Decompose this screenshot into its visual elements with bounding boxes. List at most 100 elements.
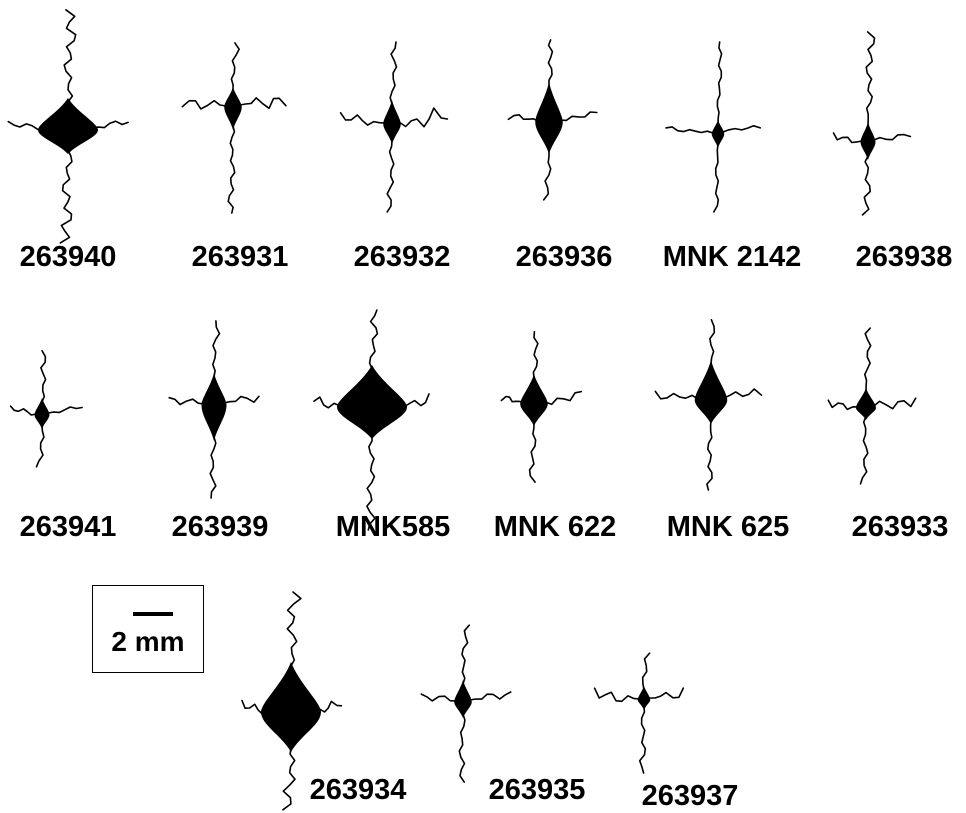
specimen-left-arm bbox=[339, 112, 386, 126]
specimen-left-arm bbox=[168, 396, 205, 406]
specimen-left-arm bbox=[832, 132, 863, 144]
specimen-right-arm bbox=[398, 107, 449, 128]
specimen-up-arm bbox=[709, 319, 716, 365]
specimen-body bbox=[38, 98, 98, 154]
specimen-up-arm bbox=[389, 41, 398, 105]
specimen-label: 263940 bbox=[19, 241, 117, 273]
specimen-label: 263939 bbox=[171, 511, 269, 543]
specimen-right-arm bbox=[723, 388, 763, 399]
specimen-body bbox=[856, 388, 876, 420]
specimen-body bbox=[454, 680, 472, 718]
specimen-label: 263941 bbox=[19, 511, 117, 543]
specimen-right-arm bbox=[91, 120, 129, 129]
scale-bar-label: 2 mm bbox=[111, 626, 185, 657]
specimen-up-arm bbox=[547, 39, 554, 87]
specimen-left-arm bbox=[420, 693, 457, 702]
specimen-body bbox=[261, 662, 321, 752]
specimen-right-arm bbox=[559, 111, 598, 122]
specimen-label: 263931 bbox=[191, 241, 289, 273]
specimen-label: 263935 bbox=[488, 774, 586, 806]
specimen-down-arm bbox=[528, 421, 537, 483]
specimen-right-arm bbox=[722, 125, 762, 133]
specimen-down-arm bbox=[706, 419, 713, 491]
specimen-body bbox=[860, 122, 876, 160]
specimen-up-arm bbox=[864, 327, 872, 393]
specimen-left-arm bbox=[654, 390, 699, 400]
specimen-down-arm bbox=[859, 415, 869, 485]
specimen-label: MNK585 bbox=[335, 511, 451, 543]
specimen-down-arm bbox=[209, 436, 217, 499]
specimen-right-arm bbox=[873, 133, 912, 141]
specimen-up-arm bbox=[63, 9, 77, 103]
scale-bar-box: 2 mm bbox=[92, 585, 204, 673]
specimen-down-arm bbox=[458, 713, 466, 783]
specimen-left-arm bbox=[507, 114, 539, 122]
specimen-body bbox=[337, 365, 407, 439]
specimen-right-arm bbox=[223, 395, 260, 404]
specimen-up-arm bbox=[368, 309, 379, 370]
specimen-label: 263932 bbox=[353, 241, 451, 273]
specimen-down-arm bbox=[366, 434, 376, 531]
scale-bar bbox=[133, 612, 173, 616]
specimen-body bbox=[711, 120, 725, 148]
specimen-up-arm bbox=[716, 41, 723, 125]
specimen-down-arm bbox=[713, 143, 720, 213]
specimen-down-arm bbox=[59, 149, 73, 244]
specimen-label: MNK 622 bbox=[493, 511, 617, 543]
specimen-label: 263936 bbox=[515, 241, 613, 273]
specimen-down-arm bbox=[861, 155, 871, 216]
specimen-label: 263933 bbox=[851, 511, 949, 543]
specimen-up-arm bbox=[461, 624, 470, 685]
specimen-body bbox=[694, 360, 728, 424]
specimen-down-arm bbox=[227, 125, 236, 214]
specimen-up-arm bbox=[212, 320, 221, 378]
specimen-up-arm bbox=[40, 350, 47, 403]
specimen-label: MNK 2142 bbox=[662, 241, 802, 273]
specimen-up-arm bbox=[286, 591, 302, 667]
specimen-body bbox=[637, 686, 651, 710]
specimen-body bbox=[34, 398, 50, 429]
specimen-down-arm bbox=[282, 747, 296, 811]
specimen-left-arm bbox=[181, 99, 227, 110]
specimen-label: 263937 bbox=[641, 780, 739, 812]
specimen-left-arm bbox=[9, 405, 37, 416]
specimen-body bbox=[201, 373, 227, 441]
specimen-label: MNK 625 bbox=[666, 511, 790, 543]
specimen-left-arm bbox=[665, 126, 714, 134]
specimen-left-arm bbox=[593, 687, 640, 703]
specimen-up-arm bbox=[865, 31, 876, 127]
specimen-right-arm bbox=[469, 691, 512, 701]
specimen-up-arm bbox=[532, 331, 539, 379]
specimen-left-arm bbox=[827, 399, 859, 411]
specimen-right-arm bbox=[239, 97, 287, 110]
specimen-left-arm bbox=[500, 395, 524, 404]
specimen-label: 263938 bbox=[855, 241, 953, 273]
specimen-down-arm bbox=[638, 705, 647, 774]
specimen-body bbox=[535, 82, 563, 154]
specimen-right-arm bbox=[47, 406, 83, 414]
specimen-body bbox=[383, 100, 401, 144]
specimen-left-arm bbox=[7, 120, 45, 131]
specimen-label: 263934 bbox=[309, 774, 407, 806]
specimen-right-arm bbox=[544, 390, 583, 406]
specimen-right-arm bbox=[648, 687, 685, 699]
specimen-right-arm bbox=[873, 397, 917, 410]
specimen-down-arm bbox=[386, 139, 395, 213]
specimen-up-arm bbox=[641, 652, 651, 691]
specimen-body bbox=[520, 374, 548, 426]
